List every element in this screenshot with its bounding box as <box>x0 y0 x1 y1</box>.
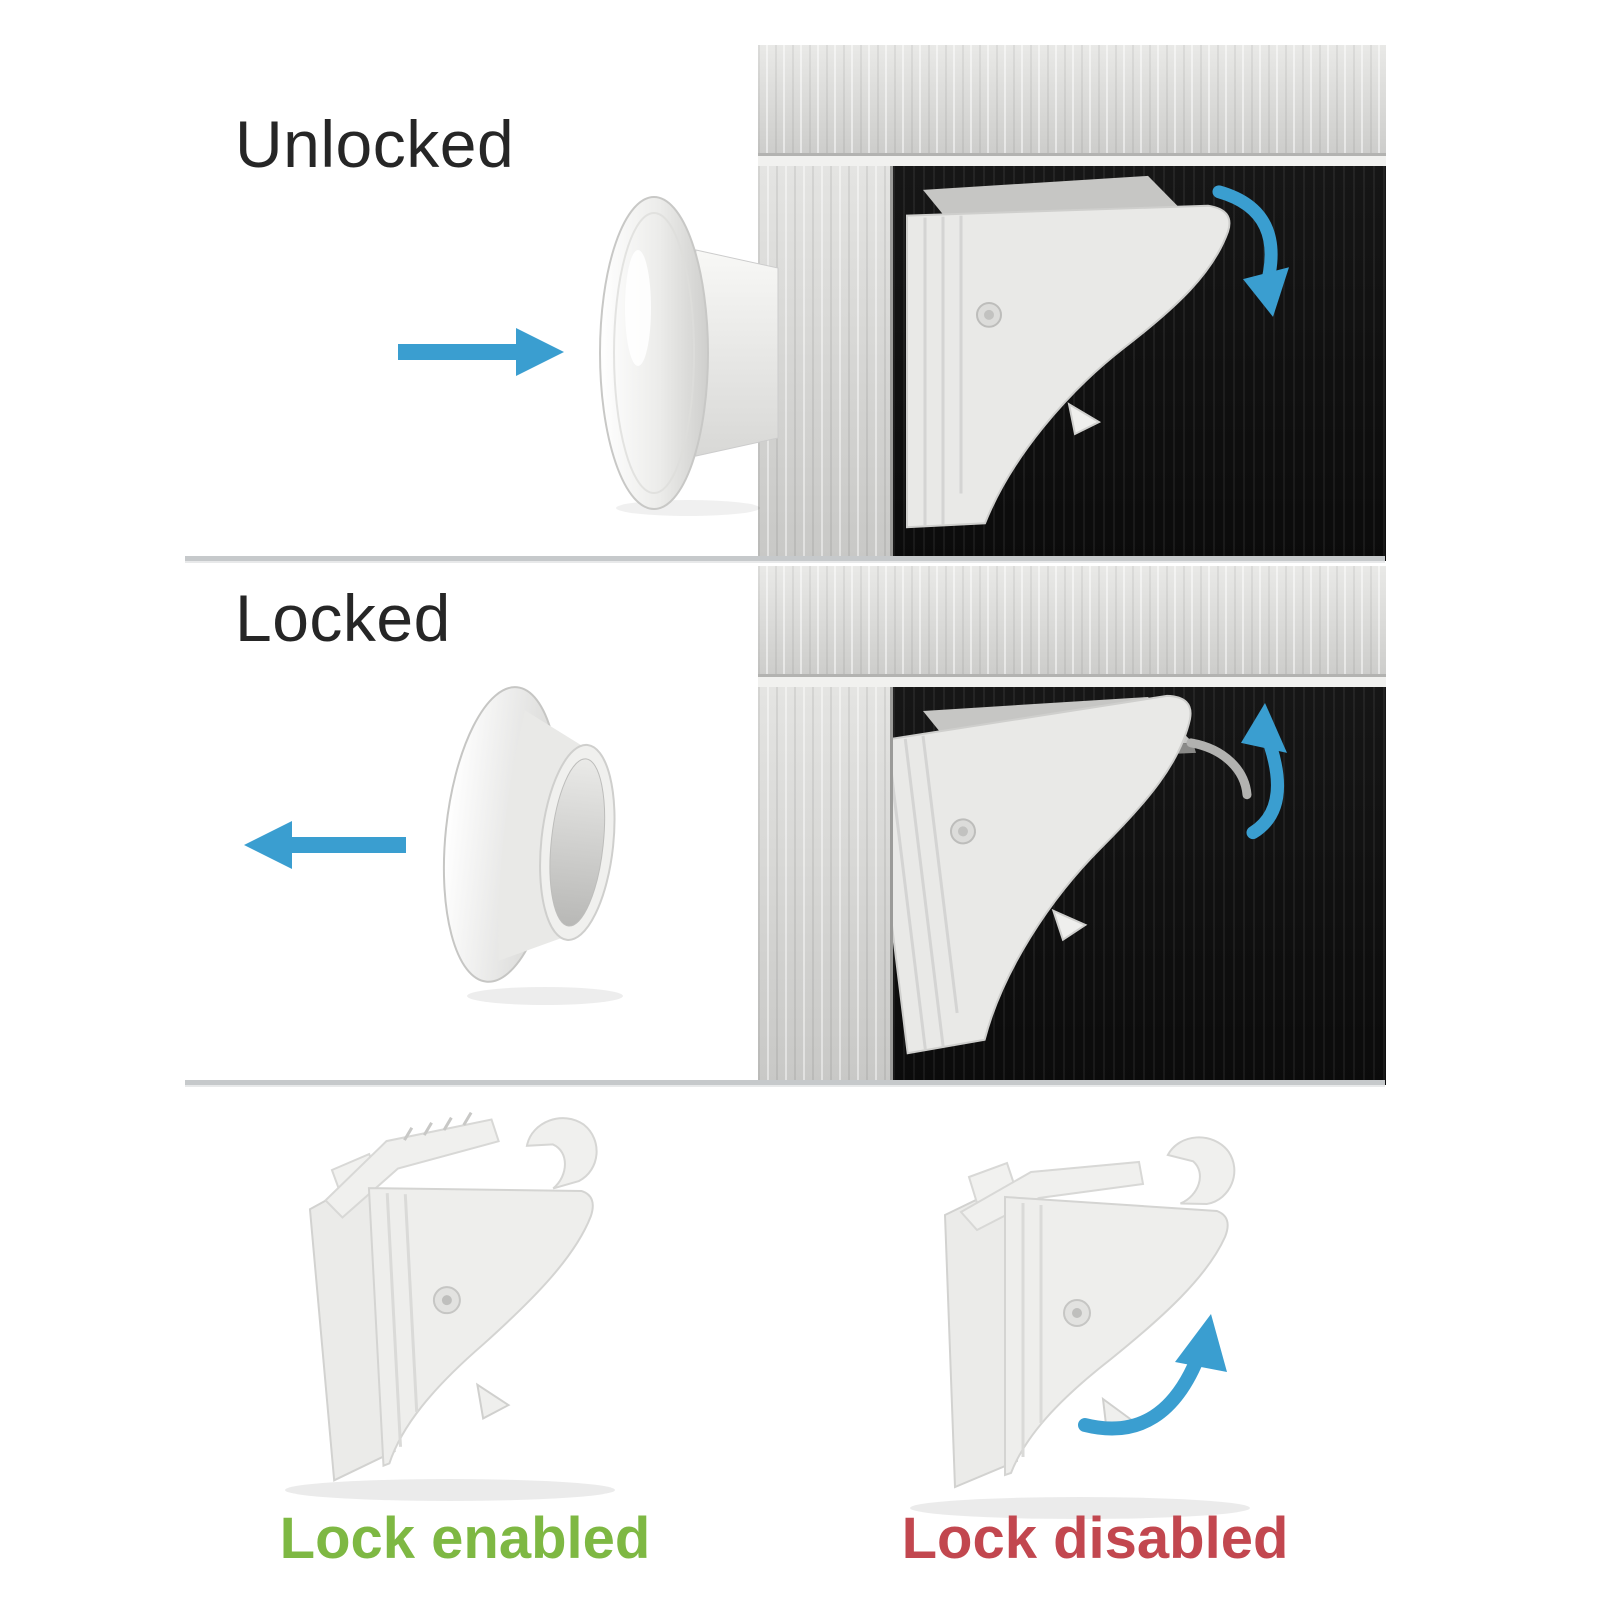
latch-unlocked-illustration <box>906 175 1289 529</box>
latch-enabled <box>308 1111 598 1482</box>
lock-enabled-product-image <box>285 1111 615 1501</box>
lock-disabled-label: Lock disabled <box>901 1506 1289 1571</box>
latch-mechanism <box>906 204 1231 529</box>
lever-teeth <box>403 1111 473 1141</box>
latch-molding-ridges <box>385 1193 419 1447</box>
latch-locked-illustration <box>893 694 1287 1055</box>
section-divider-1 <box>185 556 1385 561</box>
latch-disabled <box>943 1136 1236 1489</box>
strike-hook <box>1186 738 1252 800</box>
cabinet-interior-unlocked <box>893 166 1386 561</box>
latch-body <box>367 1187 594 1468</box>
cabinet-gap-line <box>758 156 1386 166</box>
latch-molding-ridges <box>923 215 963 526</box>
product-shadow <box>285 1479 615 1501</box>
cabinet-door-edge <box>758 166 893 561</box>
unlocked-title: Unlocked <box>235 107 515 181</box>
cabinet-lower-frame <box>758 687 1386 1085</box>
latch-hook <box>525 1117 598 1190</box>
latch-hook-open <box>1166 1136 1236 1205</box>
cabinet-gap-line <box>758 677 1386 687</box>
key-flange-rim <box>613 212 695 494</box>
magnetic-key-angled-image <box>442 686 623 1005</box>
latch-pin <box>475 1382 511 1420</box>
locked-title: Locked <box>235 581 451 655</box>
key-cup-opening <box>549 758 606 927</box>
locked-cabinet-photo <box>758 566 1386 1085</box>
arrow-right-icon <box>398 328 564 376</box>
latch-body <box>1004 1195 1229 1477</box>
curved-arrow-down-icon <box>1212 185 1289 317</box>
latch-mechanism-engaged <box>893 694 1192 1055</box>
screw-hole-center <box>957 826 968 837</box>
screw-hole-center <box>984 309 994 320</box>
key-shadow <box>467 987 623 1005</box>
latch-molding-ridges <box>893 735 959 1050</box>
screw-hole-center <box>441 1295 452 1306</box>
arrow-left-icon <box>244 821 406 869</box>
lock-enabled-label: Lock enabled <box>279 1506 651 1571</box>
latch-molding-ridges <box>1021 1203 1043 1457</box>
curved-arrow-press-icon <box>1078 1314 1227 1436</box>
cabinet-lower-frame <box>758 166 1386 561</box>
cabinet-door-edge <box>758 687 893 1085</box>
section-divider-2 <box>185 1080 1385 1085</box>
unlocked-cabinet-photo <box>758 45 1386 561</box>
cabinet-top-beam <box>758 566 1386 677</box>
key-flange <box>599 196 709 510</box>
product-shadow <box>910 1497 1250 1519</box>
latch-body <box>893 694 1192 1055</box>
screw-hole-center <box>1072 1308 1082 1318</box>
latch-pin <box>1067 402 1102 436</box>
lock-disabled-product-image <box>910 1136 1250 1519</box>
cabinet-top-beam <box>758 45 1386 156</box>
curved-arrow-up-icon <box>1241 702 1287 840</box>
cabinet-interior-locked <box>893 687 1386 1085</box>
magnetic-key-image <box>599 196 779 516</box>
key-highlight <box>625 250 651 366</box>
latch-pin <box>1051 908 1088 942</box>
latch-body <box>906 204 1231 529</box>
